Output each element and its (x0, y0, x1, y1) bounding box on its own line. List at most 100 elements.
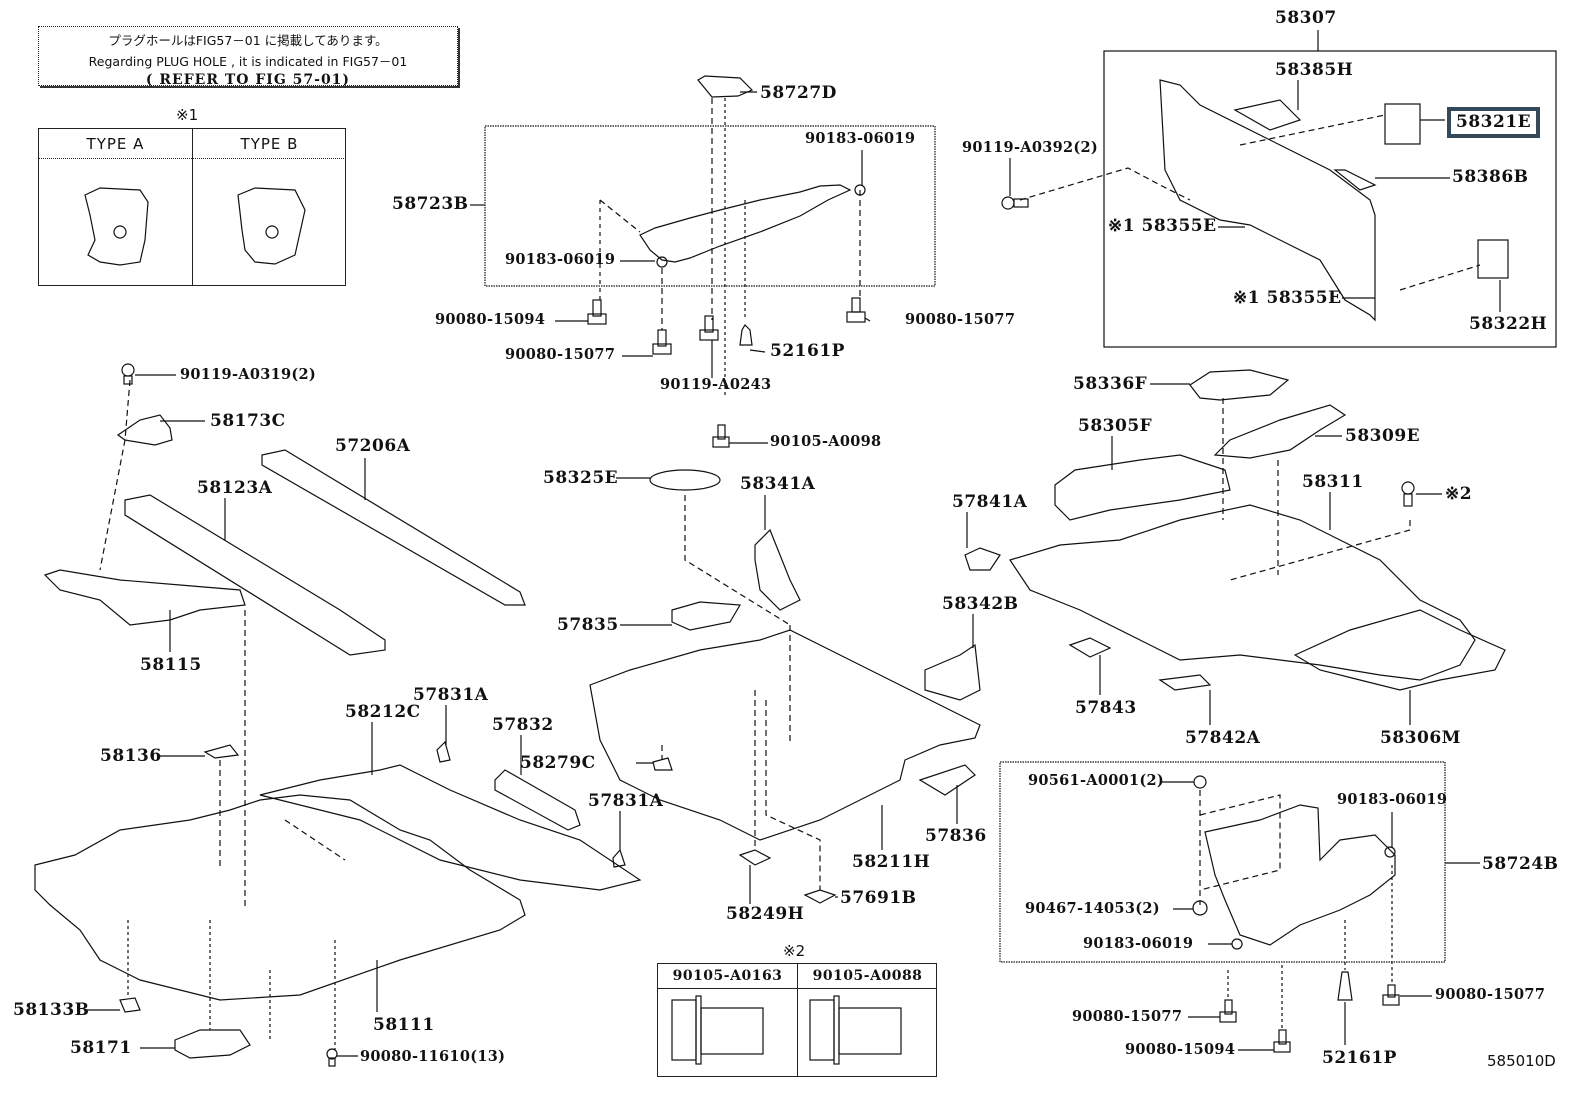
bolt-icon (326, 1048, 338, 1067)
part-label-58309E[interactable]: 58309E (1345, 426, 1421, 446)
part-label-57206A[interactable]: 57206A (335, 436, 411, 456)
nut-icon (1231, 938, 1243, 950)
part-label-52161P[interactable]: 52161P (1322, 1048, 1397, 1068)
part-label-58212C[interactable]: 58212C (345, 702, 421, 722)
bolt-icon (846, 297, 866, 323)
plug-hole-note: プラグホールはFIG57－01 に掲載してあります。 Regarding PLU… (38, 26, 458, 88)
part-label-1-58355E[interactable]: ※1 58355E (1108, 216, 1217, 236)
part-label-90561-A0001-2[interactable]: 90561-A0001(2) (1028, 772, 1165, 789)
part-label-58211H[interactable]: 58211H (852, 852, 931, 872)
part-label-58123A[interactable]: 58123A (197, 478, 273, 498)
part-label-58111[interactable]: 58111 (373, 1015, 435, 1035)
part-label-90080-15077[interactable]: 90080-15077 (905, 311, 1016, 328)
part-label-58322H[interactable]: 58322H (1469, 314, 1548, 334)
bolt-col-left: 90105-A0163 (658, 964, 797, 1076)
part-label-58115[interactable]: 58115 (140, 655, 202, 675)
part-label-58171[interactable]: 58171 (70, 1038, 132, 1058)
part-label-58727D[interactable]: 58727D (760, 83, 837, 103)
part-label-90183-06019[interactable]: 90183-06019 (805, 130, 916, 147)
clip-icon (739, 324, 753, 346)
part-label-57841A[interactable]: 57841A (952, 492, 1028, 512)
nut-icon (656, 256, 668, 268)
part-58115-shape (43, 569, 246, 626)
note-en-text: Regarding PLUG HOLE , it is indicated in… (88, 54, 408, 69)
part-label-90080-11610-13[interactable]: 90080-11610(13) (360, 1048, 506, 1065)
part-label-90183-06019[interactable]: 90183-06019 (1083, 935, 1194, 952)
part-label-57832[interactable]: 57832 (492, 715, 554, 735)
part-label-58723B[interactable]: 58723B (392, 194, 469, 214)
part-label-90080-15094[interactable]: 90080-15094 (435, 311, 546, 328)
part-58307-shape (1159, 79, 1376, 322)
part-label-1-58355E[interactable]: ※1 58355E (1233, 288, 1342, 308)
part-label-58386B[interactable]: 58386B (1452, 167, 1529, 187)
part-label-58136[interactable]: 58136 (100, 746, 162, 766)
clip-icon (1337, 971, 1353, 1001)
part-label-90105-A0098[interactable]: 90105-A0098 (770, 433, 882, 450)
part-label-57843[interactable]: 57843 (1075, 698, 1137, 718)
part-label-57691B[interactable]: 57691B (840, 888, 917, 908)
part-label-58133B[interactable]: 58133B (13, 1000, 90, 1020)
part-label-57831A[interactable]: 57831A (413, 685, 489, 705)
nut-icon (1193, 775, 1207, 789)
part-58321E-shape (1384, 103, 1421, 145)
bolt-icon (699, 315, 719, 341)
part-57836-shape (918, 764, 976, 796)
type-b-label: TYPE B (193, 129, 346, 159)
part-58306M-shape (1293, 609, 1506, 691)
bolt-part-number-left[interactable]: 90105-A0163 (658, 964, 797, 989)
part-label-58249H[interactable]: 58249H (726, 904, 805, 924)
part-label-90080-15094[interactable]: 90080-15094 (1125, 1041, 1236, 1058)
bolt-part-number-right[interactable]: 90105-A0088 (798, 964, 937, 989)
part-label-58385H[interactable]: 58385H (1275, 60, 1354, 80)
part-57841A-shape (964, 547, 1001, 571)
bolt-table: 90105-A0163 90105-A0088 (657, 963, 937, 1077)
part-label-57842A[interactable]: 57842A (1185, 728, 1261, 748)
part-label-90080-15077[interactable]: 90080-15077 (505, 346, 616, 363)
part-58723B-shape (639, 184, 852, 263)
part-label-58325E[interactable]: 58325E (543, 468, 619, 488)
part-58136-shape (203, 744, 240, 759)
part-58133B-shape (119, 997, 141, 1013)
part-label-57836[interactable]: 57836 (925, 826, 987, 846)
part-label-58336F[interactable]: 58336F (1073, 374, 1148, 394)
part-label-58173C[interactable]: 58173C (210, 411, 286, 431)
part-label-58311[interactable]: 58311 (1302, 472, 1364, 492)
part-57831A-shape-2 (612, 848, 626, 868)
group-box-58307 (1103, 50, 1557, 348)
part-label-58306M[interactable]: 58306M (1380, 728, 1461, 748)
leader-line (749, 349, 766, 353)
nut-icon (1192, 900, 1208, 916)
part-label-57835[interactable]: 57835 (557, 615, 619, 635)
part-58311-shape (1009, 504, 1476, 681)
part-label-90119-A0392-2[interactable]: 90119-A0392(2) (962, 139, 1099, 156)
part-label-52161P[interactable]: 52161P (770, 341, 845, 361)
part-58342B-shape (924, 643, 981, 701)
part-label-58307[interactable]: 58307 (1275, 8, 1337, 28)
part-label-58279C[interactable]: 58279C (520, 753, 596, 773)
bolt-icon (652, 329, 672, 355)
part-57831A-shape (436, 740, 451, 763)
part-57835-shape (671, 601, 742, 631)
part-label-57831A[interactable]: 57831A (588, 791, 664, 811)
part-57691B-shape (803, 889, 837, 904)
part-label-2[interactable]: ※2 (1445, 484, 1473, 504)
part-label-58305F[interactable]: 58305F (1078, 416, 1153, 436)
part-label-58724B[interactable]: 58724B (1482, 854, 1559, 874)
part-label-90119-A0319-2[interactable]: 90119-A0319(2) (180, 366, 317, 383)
part-label-90467-14053-2[interactable]: 90467-14053(2) (1025, 900, 1160, 917)
part-58211H-shape (589, 629, 981, 841)
part-label-90183-06019[interactable]: 90183-06019 (505, 251, 616, 268)
part-label-90080-15077[interactable]: 90080-15077 (1435, 986, 1546, 1003)
part-58305F-shape (1054, 454, 1231, 521)
part-label-58341A[interactable]: 58341A (740, 474, 816, 494)
part-label-58342B[interactable]: 58342B (942, 594, 1019, 614)
refer-to-fig-link[interactable]: ( REFER TO FIG 57-01) (145, 72, 351, 88)
part-label-58321E[interactable]: 58321E (1447, 107, 1541, 138)
part-label-90119-A0243[interactable]: 90119-A0243 (660, 376, 772, 393)
part-label-90183-06019[interactable]: 90183-06019 (1337, 791, 1448, 808)
part-58173C-shape (116, 414, 173, 446)
group-box-58724B (999, 761, 1446, 963)
part-label-90080-15077[interactable]: 90080-15077 (1072, 1008, 1183, 1025)
group-box-58723B (484, 125, 936, 287)
